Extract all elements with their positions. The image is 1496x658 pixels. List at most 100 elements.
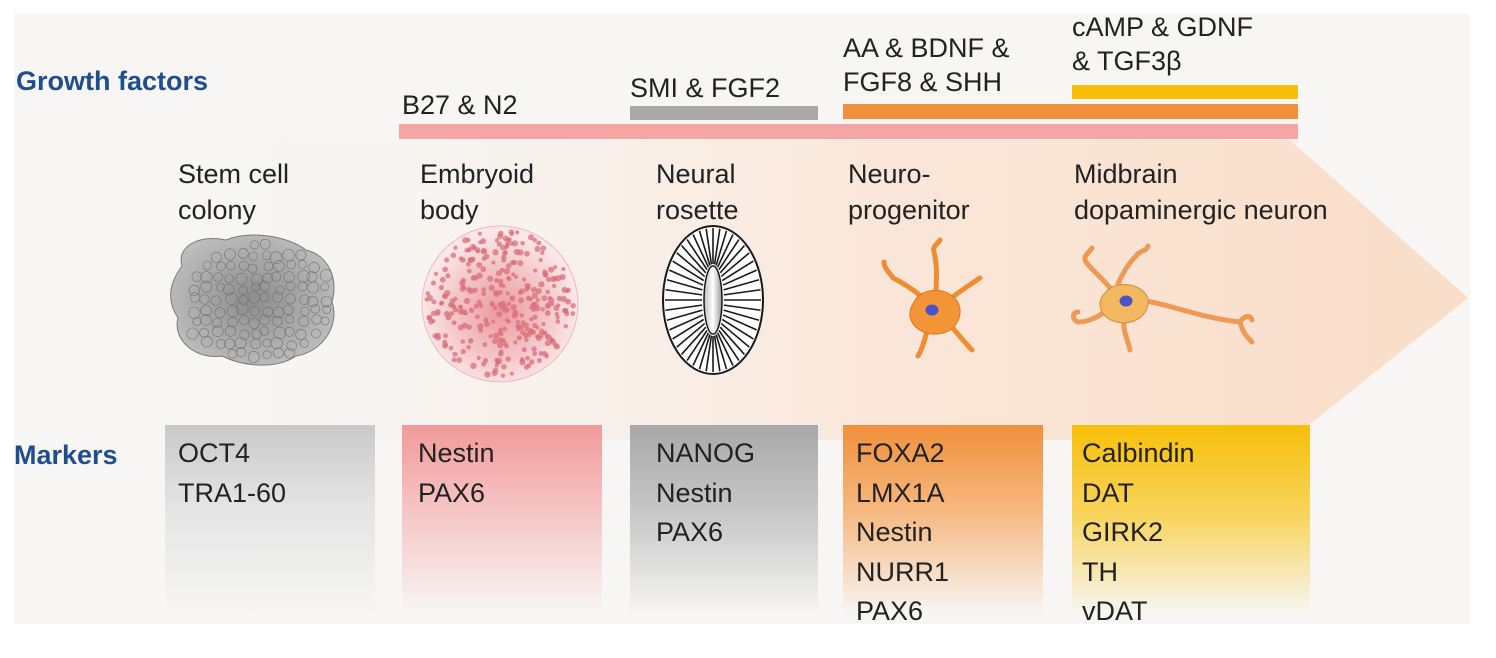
embryoid-dot	[516, 335, 522, 341]
embryoid-dot	[430, 280, 436, 286]
rosette-line	[718, 329, 740, 362]
embryoid-dot	[545, 302, 551, 308]
colony-cell	[282, 304, 294, 316]
marker-item: GIRK2	[1082, 517, 1164, 547]
rosette-line	[692, 234, 710, 268]
embryoid-dot	[494, 238, 500, 243]
embryoid-dot	[515, 230, 520, 235]
embryoid-dot	[505, 241, 510, 247]
embryoid-dot	[519, 357, 525, 362]
rosette-line	[680, 245, 707, 274]
embryoid-dot	[507, 237, 512, 242]
embryoid-dot	[564, 311, 570, 317]
colony-cell	[251, 282, 261, 292]
rosette-line	[720, 252, 750, 278]
colony-cell	[275, 285, 285, 295]
embryoid-dot	[544, 353, 549, 359]
embryoid-dot	[493, 290, 499, 296]
rosette-line	[665, 304, 703, 312]
rosette-line	[676, 252, 706, 278]
embryoid-dot	[532, 314, 538, 320]
embryoid-dot	[468, 307, 475, 314]
colony-cell	[226, 260, 236, 271]
embryoid-dot	[520, 240, 525, 246]
neuroprogenitor-icon	[881, 237, 983, 359]
marker-box-neural-rosette	[630, 425, 818, 625]
colony-cell	[284, 347, 295, 359]
marker-item: PAX6	[656, 517, 724, 547]
rosette-line	[686, 238, 708, 271]
stem-cell-colony-icon	[170, 234, 335, 366]
embryoid-dot	[494, 363, 499, 368]
marker-list-embryoid-body: Nestin PAX6	[418, 434, 495, 513]
embryoid-dot	[467, 257, 474, 264]
markers-label: Markers	[14, 440, 118, 470]
factor-line: FGF8 & SHH	[843, 67, 1003, 97]
embryoid-dot	[540, 245, 547, 252]
embryoid-dot	[460, 348, 466, 355]
embryoid-dot	[491, 370, 498, 377]
colony-cell	[224, 248, 236, 261]
rosette-line	[722, 314, 757, 331]
colony-cell	[213, 272, 224, 283]
colony-cell	[308, 261, 320, 274]
embryoid-dot	[466, 324, 472, 330]
embryoid-dot	[448, 345, 454, 351]
embryoid-dot	[547, 296, 552, 301]
colony-cell	[295, 249, 307, 261]
colony-cell	[202, 260, 213, 271]
embryoid-dot	[529, 359, 535, 365]
embryoid-dot	[523, 364, 530, 370]
embryoid-dot	[521, 347, 527, 353]
embryoid-dot	[563, 324, 568, 329]
marker-item: vDAT	[1082, 596, 1148, 626]
marker-box-neuroprogenitor	[843, 425, 1043, 625]
embryoid-dot	[482, 357, 489, 364]
embryoid-dot	[451, 304, 457, 310]
embryoid-dot	[511, 272, 516, 277]
colony-cell	[200, 271, 213, 284]
embryoid-dot	[491, 260, 496, 265]
colony-cell	[236, 347, 247, 358]
rosette-line	[680, 326, 707, 355]
rosette-line	[672, 318, 705, 340]
marker-list-neuroprogenitor: FOXA2 LMX1A Nestin NURR1 PAX6	[856, 434, 949, 632]
embryoid-dot	[528, 234, 534, 241]
marker-item: DAT	[1082, 477, 1134, 508]
colony-cell	[298, 315, 310, 327]
factor-text-smi-fgf2: SMI & FGF2	[630, 71, 780, 105]
embryoid-dot	[534, 305, 541, 312]
stage-line: Neural	[656, 159, 736, 189]
marker-item: PAX6	[418, 477, 486, 508]
factor-text-b27-n2: B27 & N2	[402, 88, 518, 122]
colony-cell	[248, 317, 260, 329]
colony-cell	[283, 271, 295, 283]
progenitor-nucleus	[925, 304, 939, 316]
embryoid-dot	[501, 364, 507, 370]
embryoid-dot	[442, 266, 449, 273]
colony-cell	[320, 282, 330, 292]
embryoid-dot	[439, 300, 445, 306]
embryoid-dot	[480, 266, 487, 273]
embryoid-dot	[490, 302, 496, 308]
neuron-nucleus	[1119, 295, 1133, 307]
embryoid-dot	[477, 231, 482, 236]
embryoid-dot	[525, 355, 530, 361]
embryoid-dot	[501, 283, 506, 288]
embryoid-dot	[433, 271, 439, 276]
colony-cell	[250, 338, 262, 350]
embryoid-dot	[475, 314, 480, 320]
embryoid-dot	[466, 344, 471, 350]
marker-item: FOXA2	[856, 438, 945, 468]
colony-cell	[259, 292, 270, 303]
embryoid-dot	[519, 313, 524, 318]
embryoid-dot	[442, 293, 447, 299]
colony-cell	[188, 284, 200, 296]
embryoid-dot	[517, 324, 522, 330]
colony-cell	[306, 295, 319, 308]
embryoid-dot	[540, 250, 545, 255]
factor-text-aa-bdnf: AA & BDNF & FGF8 & SHH	[843, 31, 1010, 99]
marker-list-neural-rosette: NANOG Nestin PAX6	[656, 434, 755, 553]
embryoid-dot	[509, 231, 514, 237]
colony-cell	[285, 281, 296, 292]
